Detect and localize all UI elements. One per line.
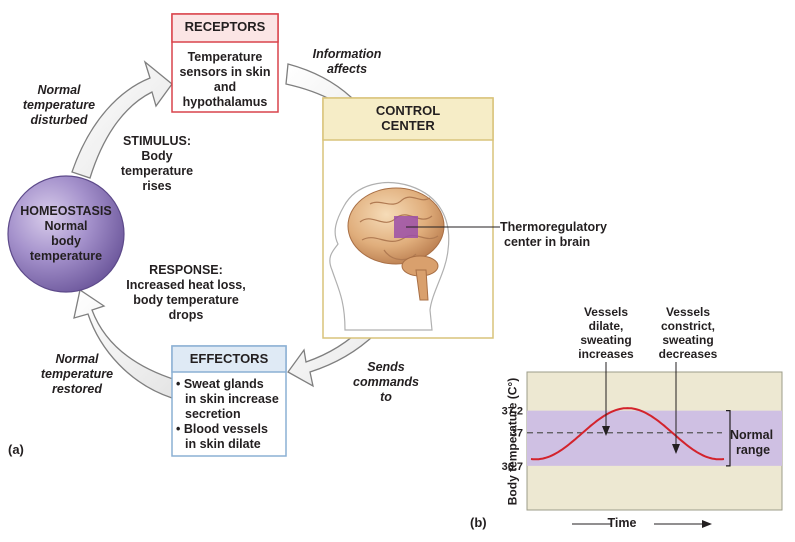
label-temperature-restored: Normal temperature restored xyxy=(22,352,132,397)
label-sends-commands: Sends commands to xyxy=(346,360,426,405)
normal-range-line: range xyxy=(736,443,771,457)
annotation-line: dilate, xyxy=(588,319,624,333)
thermoregulatory-label: Thermoregulatory center in brain xyxy=(500,220,620,250)
panel-label-b: (b) xyxy=(470,515,487,530)
annotation-line: sweating xyxy=(662,333,714,347)
label-line: Information xyxy=(312,47,382,61)
label-line: commands xyxy=(353,375,419,389)
annotation-arrowhead xyxy=(602,426,610,436)
annotation-line: sweating xyxy=(580,333,632,347)
label-line: restored xyxy=(51,382,103,396)
x-axis-label: Time xyxy=(607,516,637,530)
effectors-title: EFFECTORS xyxy=(189,351,269,366)
label-line: to xyxy=(380,390,392,404)
temperature-curve xyxy=(530,407,725,461)
y-tick-label: 36.7 xyxy=(502,461,523,473)
label-line: rises xyxy=(142,179,172,193)
normal-range-bracket xyxy=(726,410,731,467)
y-tick-label: 37 xyxy=(511,428,523,440)
label-response: RESPONSE: Increased heat loss, body temp… xyxy=(116,263,256,323)
label-line: temperature xyxy=(120,164,194,178)
brain-label-line: center in brain xyxy=(504,235,591,249)
panel-label-a: (a) xyxy=(8,442,24,457)
receptors-line: Temperature xyxy=(187,50,263,64)
effectors-item-line: • Blood vessels xyxy=(176,422,268,436)
receptors-text: Temperature sensors in skin and hypothal… xyxy=(172,50,278,110)
y-tick-label: 37.2 xyxy=(502,406,523,418)
annotation-vessels-constrict: Vessels constrict, sweating decreases xyxy=(640,305,736,361)
annotation-line: decreases xyxy=(658,347,718,361)
effectors-box xyxy=(171,345,287,457)
label-line: Sends xyxy=(367,360,405,374)
homeostasis-line: HOMEOSTASIS xyxy=(20,204,112,218)
brain-label-line: Thermoregulatory xyxy=(500,220,607,234)
label-stimulus: STIMULUS: Body temperature rises xyxy=(102,134,212,194)
annotation-line: Vessels xyxy=(665,305,711,319)
label-line: temperature xyxy=(22,98,96,112)
annotation-line: Vessels xyxy=(583,305,629,319)
effectors-list: • Sweat glands in skin increase secretio… xyxy=(176,377,286,452)
label-information-affects: Information affects xyxy=(292,47,402,77)
homeostasis-text: HOMEOSTASIS Normal body temperature xyxy=(8,204,124,264)
annotation-line: constrict, xyxy=(660,319,715,333)
body-temperature-chart: 37.2 37 36.7 xyxy=(502,362,783,528)
annotation-vessels-dilate: Vessels dilate, sweating increases xyxy=(566,305,646,361)
receptors-line: and xyxy=(213,80,237,94)
homeostasis-circle xyxy=(7,175,125,293)
label-line: temperature xyxy=(40,367,114,381)
label-line: drops xyxy=(168,308,204,322)
normal-range-label: Normal range xyxy=(730,428,786,458)
receptors-line: hypothalamus xyxy=(182,95,268,109)
label-line: Normal xyxy=(55,352,99,366)
label-line: STIMULUS: xyxy=(122,134,192,148)
label-line: RESPONSE: xyxy=(149,263,223,277)
homeostasis-line: Normal xyxy=(44,219,88,233)
control-center-title-line: CONTROL xyxy=(375,103,441,118)
receptors-line: sensors in skin xyxy=(179,65,271,79)
receptors-box xyxy=(171,13,279,113)
effectors-item-line: secretion xyxy=(185,407,241,421)
label-line: Normal xyxy=(37,83,81,97)
time-arrowhead xyxy=(702,520,712,528)
control-center-title: CONTROL CENTER xyxy=(323,103,493,133)
label-line: Body xyxy=(141,149,173,163)
effectors-item-line: • Sweat glands xyxy=(176,377,264,391)
label-temperature-disturbed: Normal temperature disturbed xyxy=(4,83,114,128)
effectors-item-line: in skin dilate xyxy=(185,437,261,451)
normal-range-band xyxy=(527,410,782,466)
annotation-line: increases xyxy=(578,347,634,361)
annotation-arrowhead xyxy=(672,444,680,454)
homeostasis-line: temperature xyxy=(29,249,103,263)
homeostasis-line: body xyxy=(51,234,81,248)
label-line: disturbed xyxy=(30,113,88,127)
receptors-title: RECEPTORS xyxy=(184,19,266,34)
y-axis-label: Body temperature (C°) xyxy=(505,377,520,506)
label-line: body temperature xyxy=(133,293,239,307)
normal-range-line: Normal xyxy=(730,428,774,442)
label-line: Increased heat loss, xyxy=(126,278,246,292)
control-center-title-line: CENTER xyxy=(381,118,435,133)
effectors-item-line: in skin increase xyxy=(185,392,279,406)
label-line: affects xyxy=(326,62,368,76)
